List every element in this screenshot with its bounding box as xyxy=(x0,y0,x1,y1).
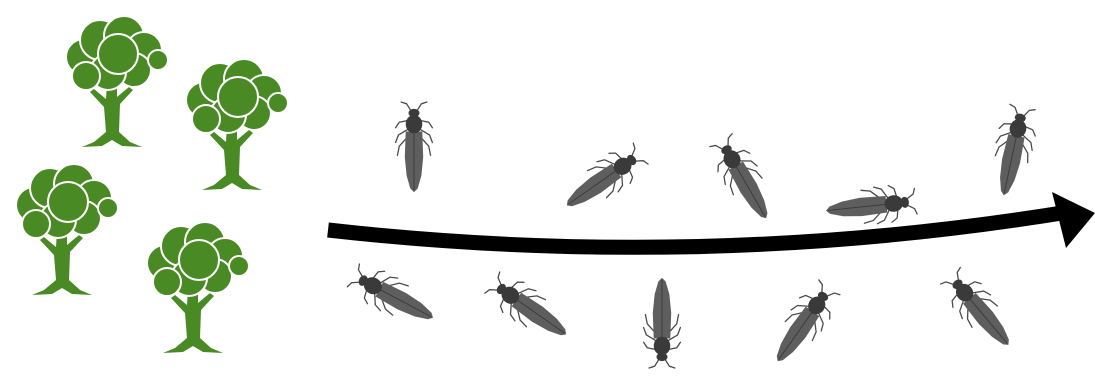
tree-icon xyxy=(147,222,249,353)
arrow-right-icon xyxy=(328,192,1095,248)
beetle-icon xyxy=(482,268,577,350)
beetle-icon xyxy=(396,102,433,192)
beetle-icon xyxy=(556,139,651,221)
beetle-icon xyxy=(763,277,845,372)
beetle-icon xyxy=(705,131,782,227)
beetle-icon xyxy=(345,259,442,334)
beetle-icon xyxy=(644,278,681,368)
beetle-icon xyxy=(824,183,918,229)
beetle-icon xyxy=(986,103,1041,199)
tree-icon xyxy=(186,59,288,190)
beetle-icon xyxy=(936,264,1022,357)
trees-group xyxy=(16,16,288,353)
tree-icon xyxy=(66,16,168,147)
tree-icon xyxy=(16,164,118,295)
